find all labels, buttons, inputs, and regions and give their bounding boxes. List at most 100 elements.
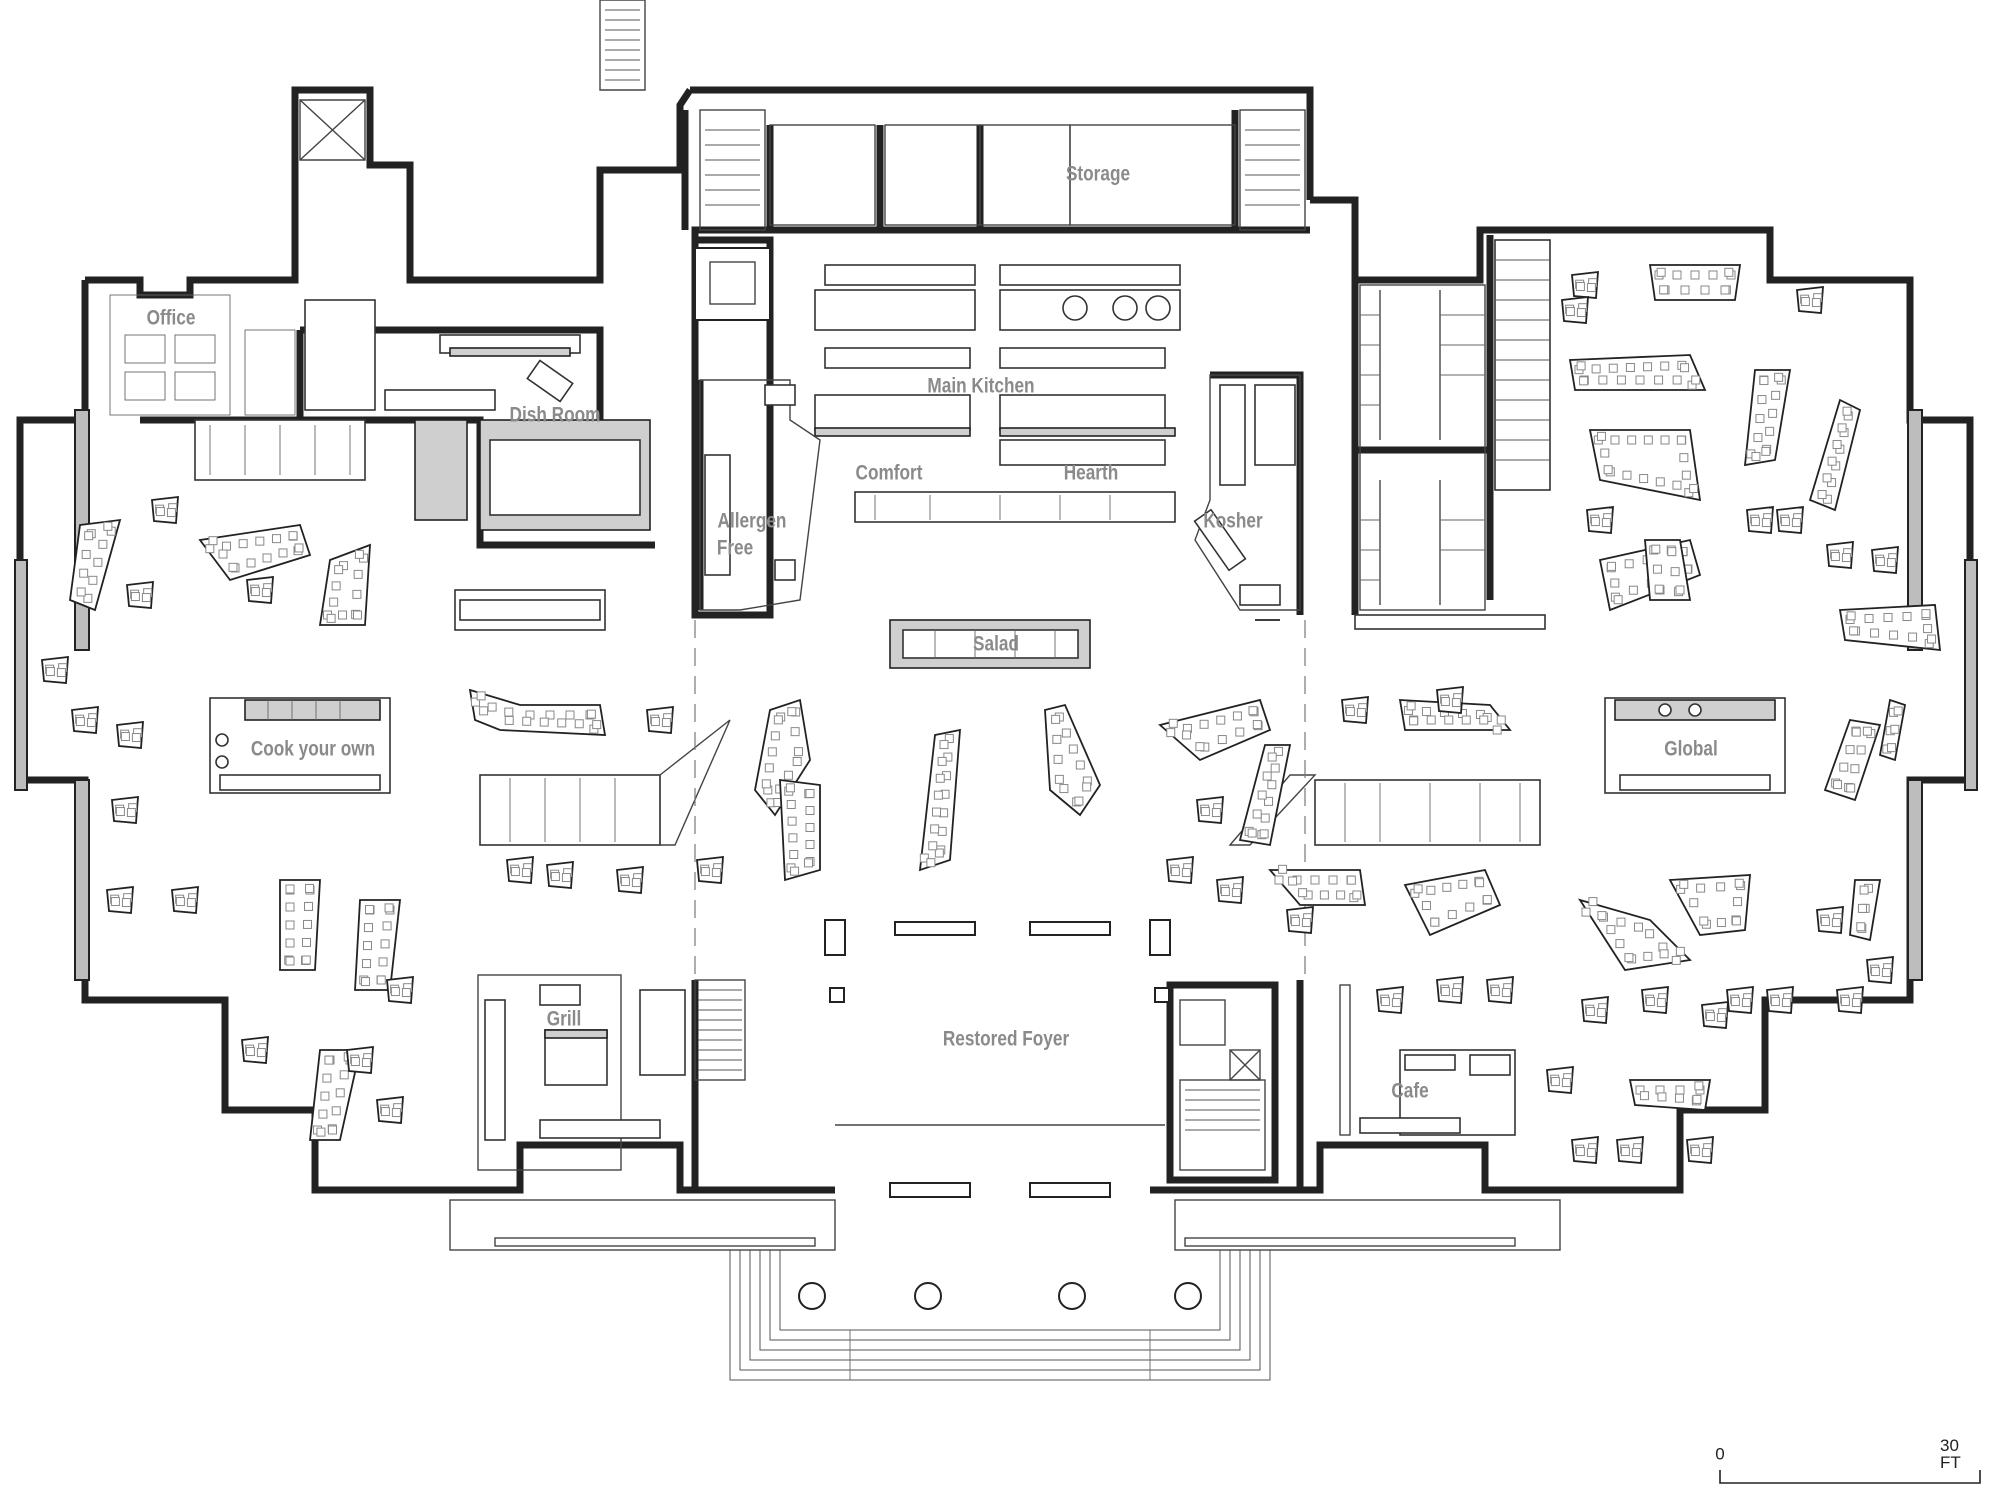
dining-chair bbox=[1596, 1008, 1606, 1018]
room-label-kosher: Kosher bbox=[1203, 509, 1263, 533]
dining-chair bbox=[1770, 997, 1780, 1007]
dining-chair bbox=[1887, 743, 1897, 753]
dining-chair bbox=[1257, 790, 1267, 800]
dining-chair bbox=[1565, 307, 1575, 317]
dining-chair bbox=[1864, 613, 1874, 623]
dining-chair bbox=[1053, 754, 1063, 764]
dining-chair bbox=[1839, 762, 1849, 772]
dining-chair bbox=[322, 1073, 332, 1083]
communal-table bbox=[198, 523, 312, 582]
dining-chair bbox=[928, 841, 938, 851]
office-area bbox=[109, 294, 296, 416]
dining-chair bbox=[1753, 433, 1763, 443]
dining-chair bbox=[1451, 988, 1461, 998]
dining-chair bbox=[1889, 630, 1899, 640]
dining-chair bbox=[285, 956, 295, 966]
dining-chair bbox=[390, 987, 400, 997]
dining-chair bbox=[1751, 452, 1761, 462]
dining-chair bbox=[1690, 1147, 1700, 1157]
dining-chair bbox=[86, 718, 96, 728]
dining-chair bbox=[1624, 559, 1634, 569]
dining-chair bbox=[1761, 446, 1771, 456]
dining-chair bbox=[1606, 561, 1616, 571]
dining-chair bbox=[1659, 949, 1669, 959]
dining-chair bbox=[1444, 715, 1454, 725]
dining-chair bbox=[1166, 728, 1176, 738]
dining-chair bbox=[1656, 998, 1666, 1008]
dining-chair bbox=[360, 977, 370, 987]
dining-chair bbox=[1235, 727, 1245, 737]
dining-chair bbox=[294, 543, 304, 553]
dining-chair bbox=[1247, 828, 1257, 838]
dining-chair bbox=[1170, 867, 1180, 877]
dining-chair bbox=[1579, 376, 1589, 386]
dining-chair bbox=[650, 717, 660, 727]
dining-chair bbox=[1849, 626, 1859, 636]
dining-chair bbox=[1252, 809, 1262, 819]
dining-chair bbox=[1634, 922, 1644, 932]
dish-room-equipment bbox=[194, 299, 651, 631]
dining-chair bbox=[1413, 884, 1423, 894]
dining-chair bbox=[1328, 875, 1338, 885]
dining-chair bbox=[1645, 929, 1655, 939]
dining-chair bbox=[944, 734, 954, 744]
room-label-cook-your-own: Cook your own bbox=[250, 737, 376, 761]
dining-chair bbox=[1654, 375, 1664, 385]
dining-chair bbox=[557, 718, 567, 728]
dining-chair bbox=[271, 534, 281, 544]
dining-chair bbox=[1690, 270, 1700, 280]
dining-chair bbox=[1442, 882, 1452, 892]
dining-chair bbox=[1862, 726, 1872, 736]
dining-chair bbox=[1588, 897, 1598, 907]
dining-chair bbox=[1822, 494, 1832, 504]
dining-chair bbox=[1651, 544, 1661, 554]
dining-chair bbox=[1082, 782, 1092, 792]
dining-chair bbox=[1831, 918, 1841, 928]
dining-chair bbox=[1890, 724, 1900, 734]
dining-chair bbox=[361, 1058, 371, 1068]
dining-chair bbox=[126, 808, 136, 818]
dining-chair bbox=[1479, 715, 1489, 725]
dining-chair bbox=[1482, 895, 1492, 905]
dining-chair bbox=[261, 588, 271, 598]
dining-chair bbox=[574, 719, 584, 729]
dining-chair bbox=[1674, 1093, 1684, 1103]
dining-chair bbox=[110, 897, 120, 907]
dining-chair bbox=[84, 531, 94, 541]
dining-chair bbox=[1875, 557, 1885, 567]
dining-chair bbox=[121, 898, 131, 908]
dining-chair bbox=[246, 558, 256, 568]
dining-chair bbox=[1336, 890, 1346, 900]
dining-chair bbox=[141, 593, 151, 603]
dining-chair bbox=[550, 872, 560, 882]
dining-chair bbox=[278, 548, 288, 558]
dining-chair bbox=[1701, 1148, 1711, 1158]
dining-chair bbox=[1671, 955, 1681, 965]
dining-chair bbox=[302, 937, 312, 947]
dining-chair bbox=[1837, 423, 1847, 433]
dining-chair bbox=[1870, 628, 1880, 638]
dining-chair bbox=[1426, 885, 1436, 895]
dining-chair bbox=[208, 536, 218, 546]
dining-chair bbox=[1217, 735, 1227, 745]
dining-chair bbox=[1267, 752, 1277, 762]
salad-bar bbox=[889, 619, 1091, 669]
dining-chair bbox=[1856, 922, 1866, 932]
dining-chair bbox=[1781, 998, 1791, 1008]
dining-chair bbox=[79, 568, 89, 578]
dining-chair bbox=[1811, 298, 1821, 308]
room-label-office: Office bbox=[146, 306, 196, 330]
room-label-salad: Salad bbox=[973, 632, 1019, 656]
dining-chair bbox=[1635, 375, 1645, 385]
dining-chair bbox=[1757, 395, 1767, 405]
north-annex bbox=[299, 0, 1306, 321]
dining-chair bbox=[1575, 1147, 1585, 1157]
dining-chair bbox=[316, 1127, 326, 1137]
dining-chair bbox=[934, 848, 944, 858]
dining-chair bbox=[363, 923, 373, 933]
dining-chair bbox=[186, 898, 196, 908]
dining-chair bbox=[1465, 902, 1475, 912]
dining-chair bbox=[933, 790, 943, 800]
dining-chair bbox=[1692, 1094, 1702, 1104]
